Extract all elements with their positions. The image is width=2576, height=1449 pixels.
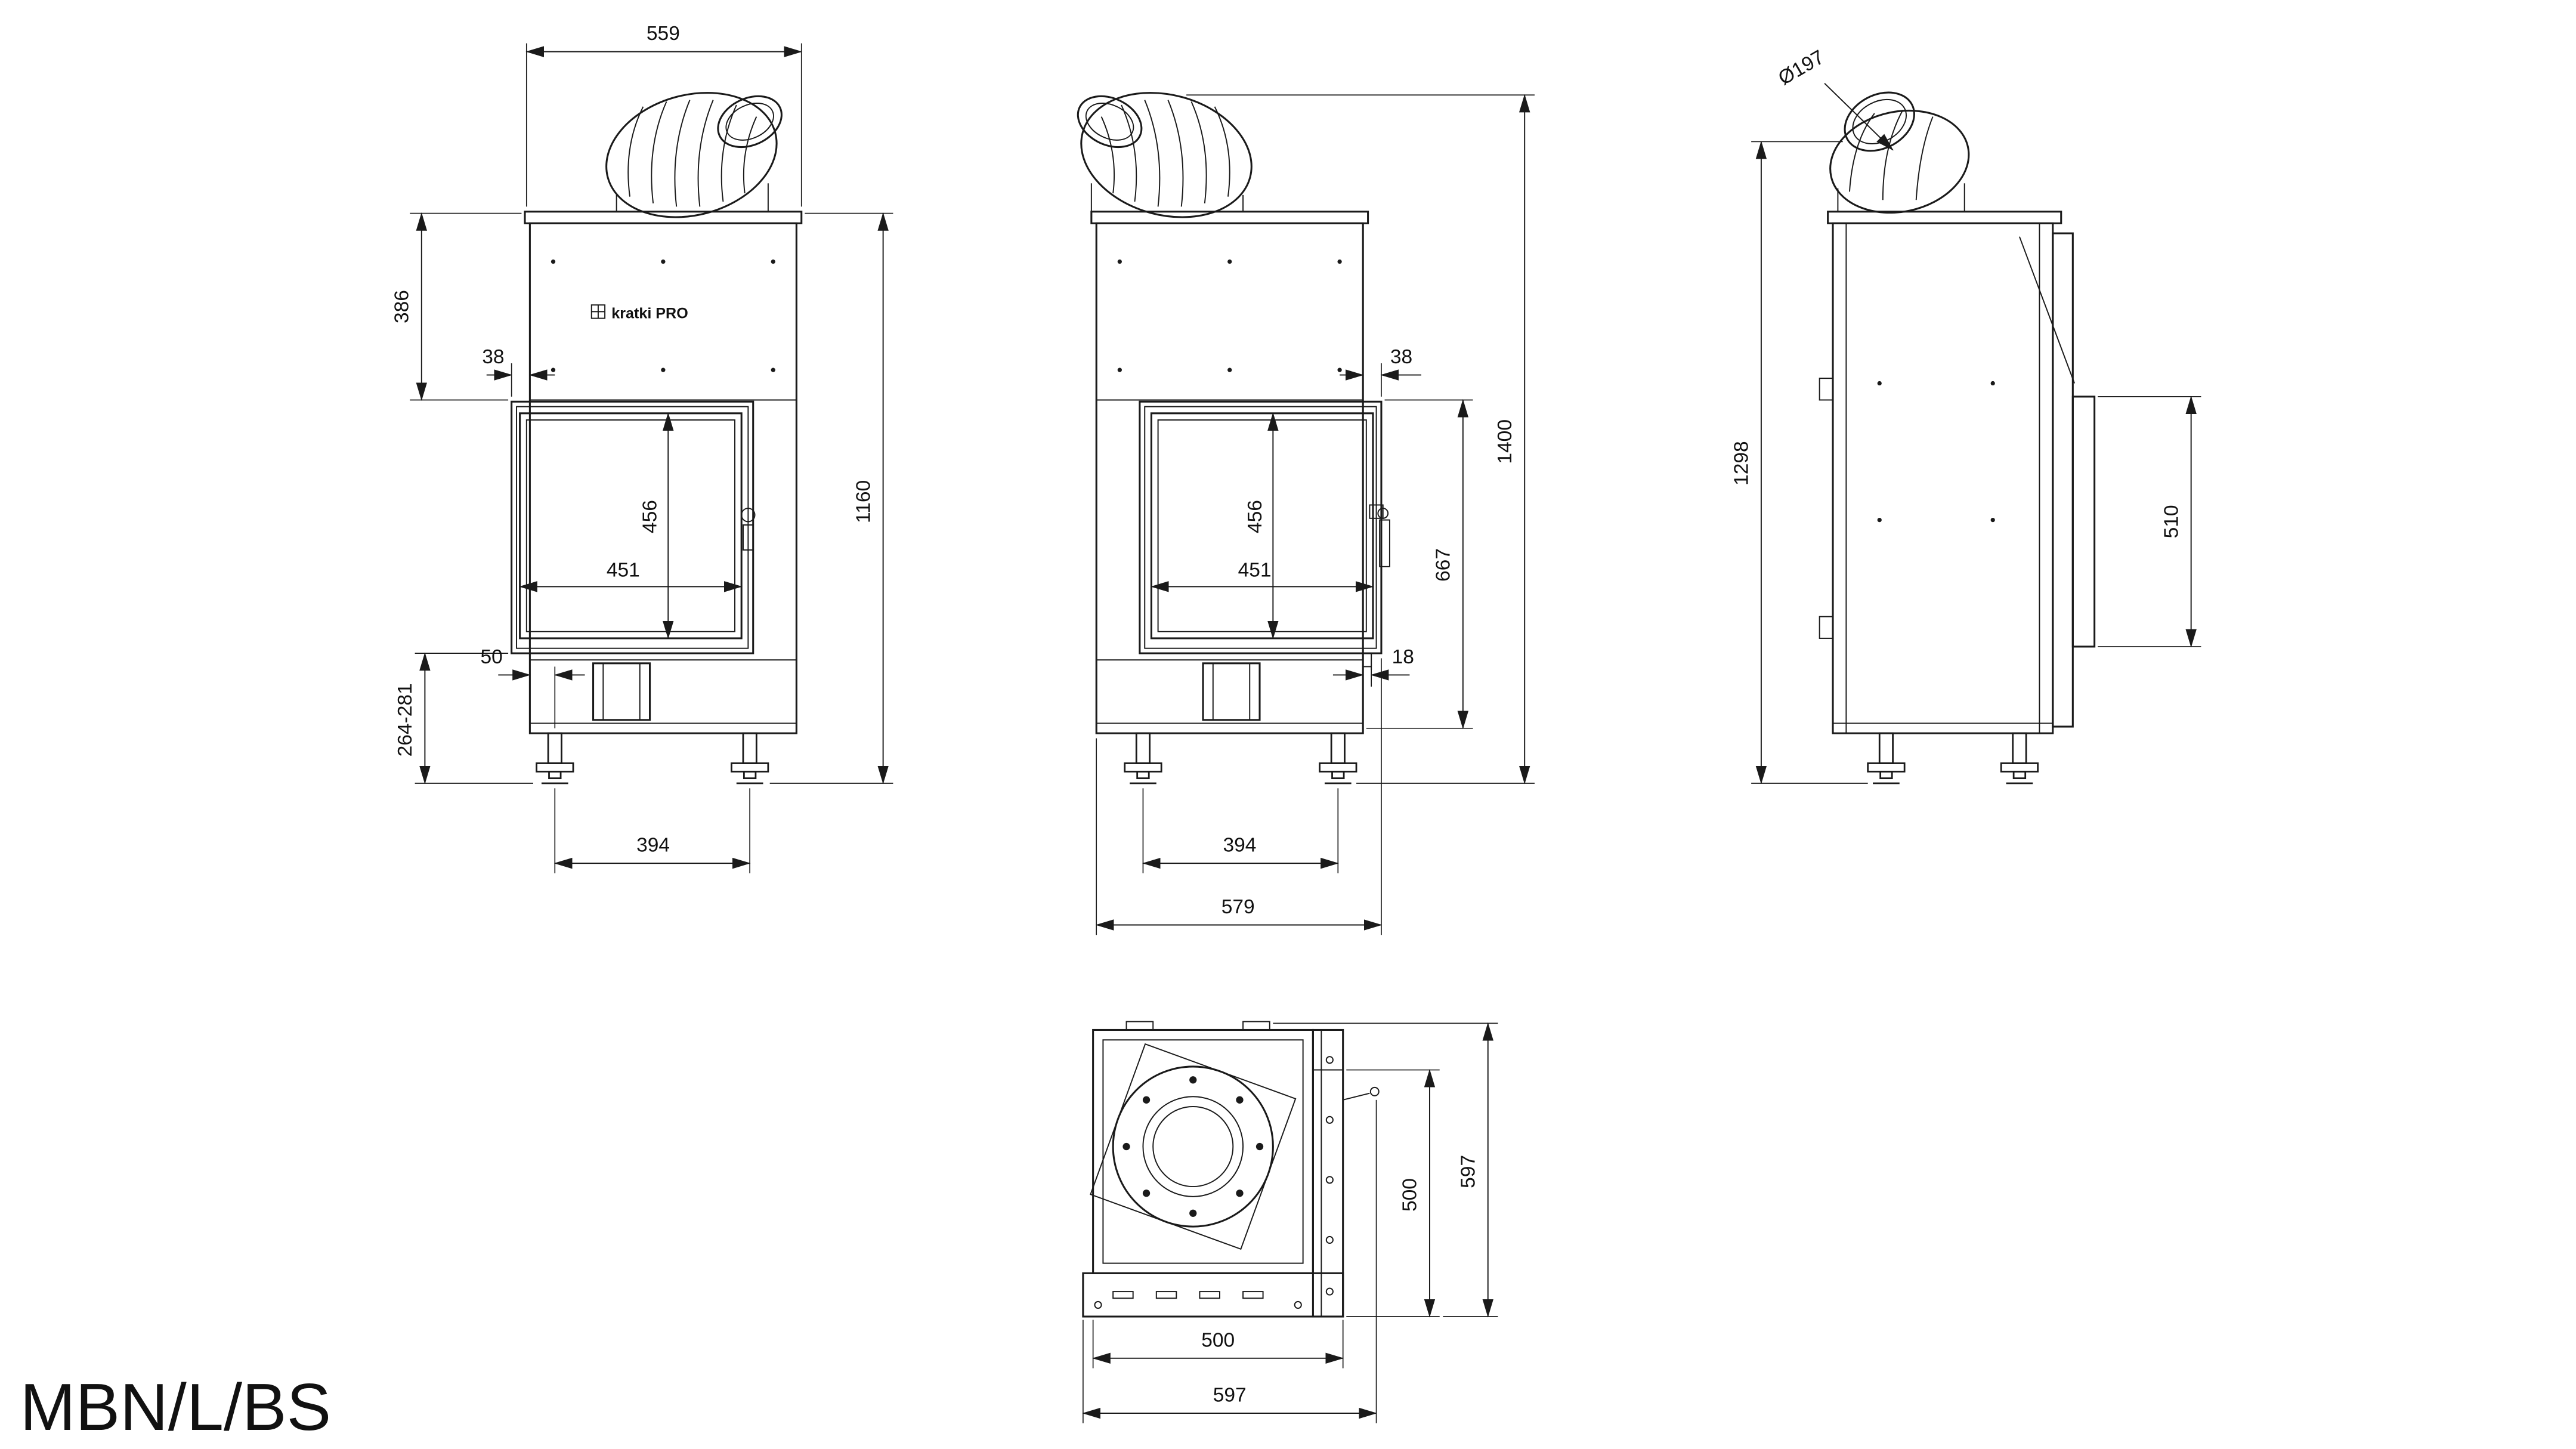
dim-label: 451 bbox=[607, 560, 640, 582]
base-section bbox=[1096, 653, 1372, 784]
dim-label: 510 bbox=[2160, 505, 2182, 538]
dim-label: 264-281 bbox=[394, 683, 416, 756]
dim-door-offset-38: 38 bbox=[482, 346, 555, 397]
dim-label: 500 bbox=[1399, 1178, 1421, 1212]
dim-total-depth-597: 597 bbox=[1273, 1022, 1498, 1318]
top-body bbox=[1082, 1021, 1380, 1318]
dim-leg-height-264-281: 264-281 bbox=[394, 652, 533, 784]
dim-shield-height-510: 510 bbox=[2098, 396, 2201, 648]
brand-logo: kratki PRO bbox=[611, 305, 688, 322]
door bbox=[511, 400, 756, 654]
dim-lip-offset-18: 18 bbox=[1332, 646, 1414, 687]
dim-leg-offset-50: 50 bbox=[480, 646, 585, 728]
leg-icon bbox=[1124, 732, 1162, 784]
stove-body-side bbox=[1819, 211, 2096, 784]
dim-upper-386: 386 bbox=[391, 212, 522, 401]
dim-body-height-1160: 1160 bbox=[769, 212, 893, 784]
dim-label: 394 bbox=[1223, 835, 1257, 857]
dim-label: Ø197 bbox=[1775, 46, 1829, 89]
dim-inner-width-500: 500 bbox=[1092, 1320, 1344, 1368]
stove-body: kratki PRO bbox=[524, 211, 803, 734]
leg-icon bbox=[536, 732, 574, 784]
dim-firebox-height-667: 667 bbox=[1366, 398, 1473, 730]
view-front-left: kratki PRO 559 bbox=[391, 23, 893, 873]
dim-total-width-597: 597 bbox=[1082, 1099, 1378, 1423]
flue-collar-top bbox=[1090, 1043, 1297, 1250]
dim-label: 667 bbox=[1432, 548, 1454, 582]
door bbox=[1139, 400, 1390, 654]
dim-label: 579 bbox=[1221, 896, 1255, 918]
dim-label: 597 bbox=[1457, 1155, 1479, 1188]
dim-total-height-1400: 1400 bbox=[1186, 94, 1535, 784]
dim-total-width-579: 579 bbox=[1095, 658, 1383, 935]
dim-door-offset-38: 38 bbox=[1340, 346, 1421, 397]
kratki-logo-icon bbox=[590, 304, 606, 319]
rear-shield bbox=[2071, 396, 2096, 648]
dim-label: 1400 bbox=[1494, 419, 1516, 464]
door-handle-icon bbox=[1369, 504, 1390, 567]
dim-label: 38 bbox=[1390, 346, 1412, 368]
view-top: 500 597 500 597 bbox=[1082, 1021, 1498, 1423]
dim-label: 50 bbox=[480, 646, 502, 668]
top-handle-icon bbox=[1343, 1086, 1380, 1101]
view-side: Ø197 1298 510 bbox=[1731, 46, 2201, 784]
dim-label: 394 bbox=[636, 835, 670, 857]
dim-label: 1160 bbox=[852, 480, 874, 523]
base-section bbox=[530, 659, 797, 784]
dim-label: 500 bbox=[1201, 1329, 1235, 1351]
dim-label: 456 bbox=[639, 500, 661, 533]
leg-icon bbox=[1867, 732, 1906, 784]
dim-label: 18 bbox=[1392, 646, 1414, 668]
dim-total-height-1298: 1298 bbox=[1731, 140, 1868, 784]
leg-icon bbox=[1319, 732, 1357, 784]
dim-label: 597 bbox=[1213, 1384, 1247, 1406]
leg-icon bbox=[2000, 732, 2039, 784]
dim-inner-depth-500: 500 bbox=[1346, 1068, 1440, 1318]
dim-label: 559 bbox=[647, 23, 680, 45]
stove-body bbox=[1090, 211, 1369, 734]
dim-leg-spacing-394: 394 bbox=[553, 788, 751, 873]
flue-cowl-icon bbox=[1077, 92, 1253, 218]
front-frame bbox=[1082, 1272, 1344, 1318]
flue-diameter-callout: Ø197 bbox=[1775, 46, 1894, 151]
dim-label: 38 bbox=[482, 346, 504, 368]
dim-glass-width-451: 451 bbox=[519, 560, 743, 592]
flue-cowl-icon bbox=[605, 92, 783, 218]
door-handle-icon bbox=[741, 508, 756, 551]
dim-width-559: 559 bbox=[525, 23, 803, 207]
dim-glass-height-456: 456 bbox=[639, 412, 674, 639]
dim-leg-spacing-394: 394 bbox=[1142, 788, 1339, 873]
dim-label: 456 bbox=[1244, 500, 1266, 533]
dim-label: 451 bbox=[1238, 560, 1272, 582]
dim-glass-width-451: 451 bbox=[1150, 560, 1374, 592]
model-title: MBN/L/BS bbox=[20, 1370, 332, 1444]
dim-label: 1298 bbox=[1731, 441, 1753, 486]
view-front-right: 38 456 451 667 1400 18 bbox=[1077, 92, 1535, 935]
dim-glass-height-456: 456 bbox=[1244, 412, 1279, 639]
dim-label: 386 bbox=[391, 290, 413, 323]
leg-icon bbox=[731, 732, 769, 784]
